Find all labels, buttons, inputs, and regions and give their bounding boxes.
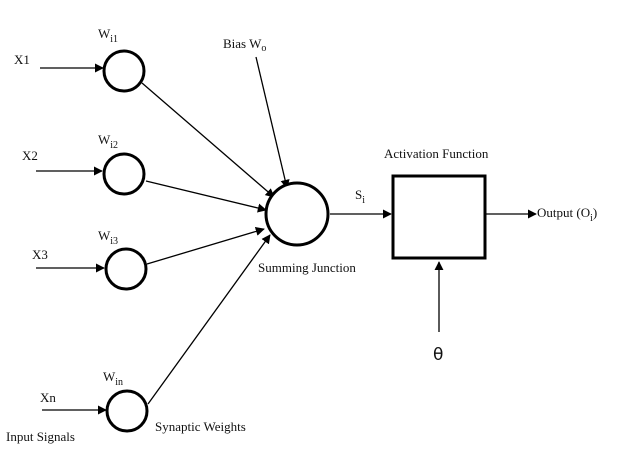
weight-arrow-1 [141,82,275,198]
input-signals-label: Input Signals [6,429,75,444]
output-label: Output (Oi) [537,205,597,224]
weight-label-n: Win [103,369,123,388]
input-label-x3: X3 [32,247,48,262]
weight-node-n [105,389,149,433]
synaptic-weights-label: Synaptic Weights [155,419,246,434]
activation-function-label: Activation Function [384,146,489,161]
bias-arrow [255,56,290,189]
input-label-x2: X2 [22,148,38,163]
weight-arrow-n [147,234,271,405]
threshold-label: θ [433,345,443,365]
summing-junction-node [264,181,330,247]
weight-arrow-2 [145,180,267,213]
weight-arrow-3 [146,226,265,265]
weight-label-2: Wi2 [98,132,118,151]
weight-node-2 [102,152,146,196]
input-label-xn: Xn [40,390,56,405]
weight-label-3: Wi3 [98,228,118,247]
weight-node-3 [104,247,148,291]
summing-junction-label: Summing Junction [258,260,356,275]
weight-label-1: Wi1 [98,26,118,45]
weight-node-1 [102,49,146,93]
bias-label: Bias Wo [223,36,266,54]
activation-function-box [391,174,487,260]
input-label-x1: X1 [14,52,30,67]
sum-signal-label: Si [355,187,365,206]
